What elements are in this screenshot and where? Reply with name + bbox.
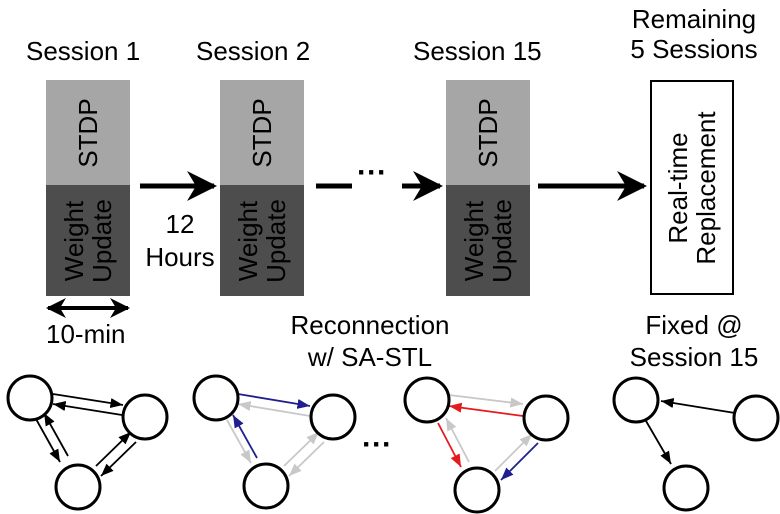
fixed-line-2: Session 15 [629,342,759,372]
network-session-15 [403,376,570,514]
interval-line-1: 12 [165,209,195,239]
ellipsis-bottom: ··· [362,428,392,461]
network-reconnection [192,374,357,510]
stdp-phase: STDP [220,80,304,185]
session-1-label: Session 1 [26,36,141,66]
network-initial [6,374,169,511]
session-2-label: Session 2 [196,36,311,66]
stdp-phase: STDP [46,80,130,185]
reconnection-label: Reconnection w/ SA-STL [250,309,490,373]
duration-label: 10-min [46,319,126,349]
remaining-sessions-label: Remaining 5 Sessions [608,4,780,64]
fixed-label: Fixed @ Session 15 [608,309,780,373]
fixed-line-1: Fixed @ [645,310,743,340]
remaining-line-2: 5 Sessions [630,34,758,64]
remaining-line-1: Remaining [631,4,757,34]
network-fixed [612,376,780,512]
stdp-phase: STDP [446,80,530,185]
reconnection-line-1: Reconnection [290,310,450,340]
reconnection-line-2: w/ SA-STL [307,342,433,372]
interval-line-2: Hours [145,242,215,272]
session-15-label: Session 15 [413,36,542,66]
ellipsis-top: ··· [357,156,387,189]
interval-label: 12 Hours [140,208,220,274]
